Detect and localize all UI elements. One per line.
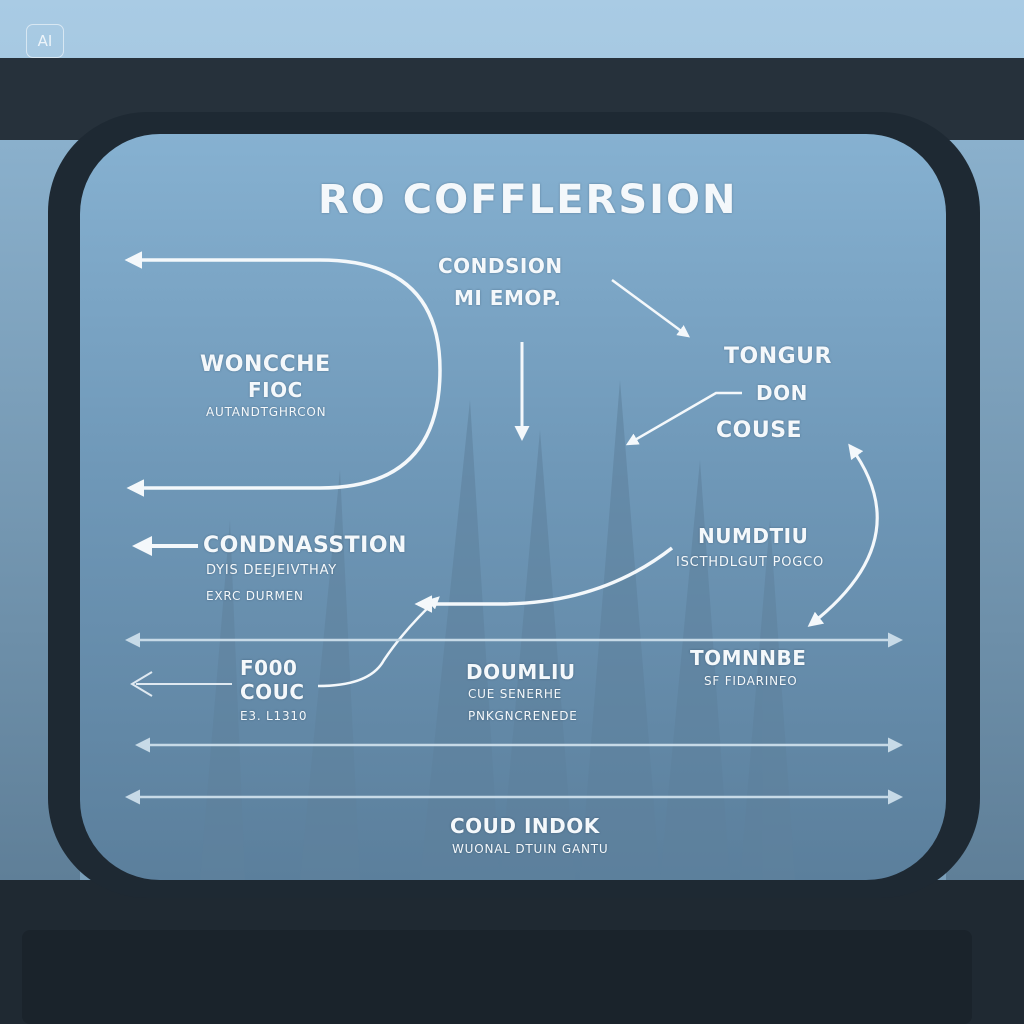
arrow-couc-curve (317, 596, 440, 688)
label-fioc: FIOC (248, 378, 303, 402)
label-condnasstion: CONDNASSTION (203, 533, 407, 558)
label-doumliu: DOUMLIU (466, 660, 576, 684)
loop-arrow (124, 251, 442, 497)
label-autandtghrcon: AUTANDTGHRCON (206, 405, 327, 419)
arrow-to-tongur (611, 278, 691, 338)
label-condsion: CONDSION (438, 254, 563, 278)
label-tongur: TONGUR (724, 344, 832, 369)
diagram-title: RO COFFLERSION (318, 177, 738, 223)
label-tomnnbe: TOMNNBE (690, 646, 807, 670)
label-woncche: WONCCHE (200, 352, 331, 377)
label-don: DON (756, 381, 808, 405)
label-mi-emop: MI EMOP. (454, 286, 562, 310)
label-f000: F000 (240, 656, 298, 680)
label-sf-fidarineo: SF FIDARINEO (704, 674, 798, 688)
label-couse: COUSE (716, 418, 803, 443)
door-panel (22, 930, 972, 1024)
label-cue-senerhe: CUE SENERHE (468, 687, 563, 701)
arrow-numdtiu-curve (414, 546, 674, 613)
label-exrc: EXRC DURMEN (206, 589, 304, 603)
label-iscthdlgut: ISCTHDLGUT POGCO (676, 555, 825, 570)
label-pnkgncrenede: PNKGNCRENEDE (468, 709, 578, 723)
arrow-f000-head (130, 671, 153, 697)
label-coud-indok: COUD INDOK (450, 814, 600, 838)
label-wuonal: WUONAL DTUIN GANTU (452, 842, 609, 856)
arrow-right-loop (807, 443, 879, 627)
label-couc: COUC (240, 680, 305, 704)
label-numdtiu: NUMDTIU (698, 524, 809, 548)
label-dyis: DYIS DEEJEIVTHAY (206, 563, 338, 578)
arrow-from-tongur (625, 391, 742, 446)
ai-badge: AI (26, 24, 64, 58)
label-e3: E3. L1310 (240, 709, 308, 723)
window-glass (80, 134, 946, 880)
